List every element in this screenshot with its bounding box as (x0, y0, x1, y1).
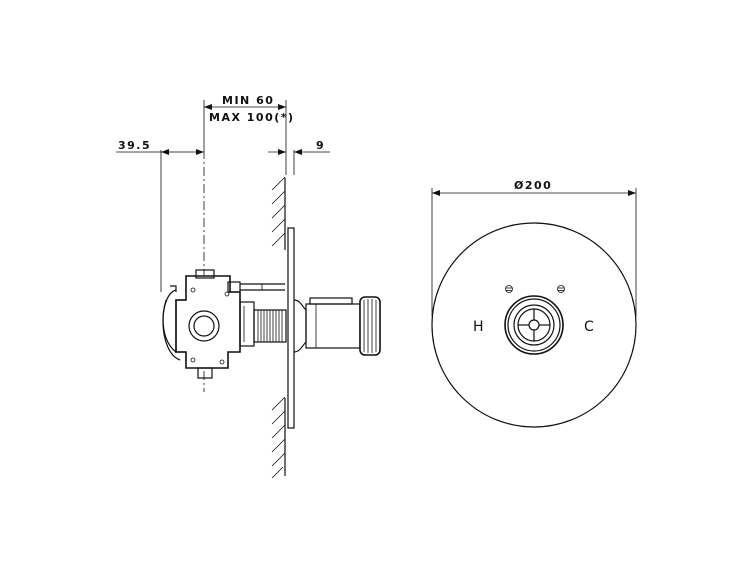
cover-plate-front (431, 222, 637, 428)
hot-label: H (473, 319, 484, 335)
front-view: Ø200 H C (431, 179, 637, 428)
plate-thickness-label: 9 (316, 139, 325, 152)
offset-label: 39.5 (118, 139, 151, 152)
upper-connector (227, 281, 285, 293)
handle-front (504, 295, 564, 355)
screw-marks (505, 285, 565, 293)
side-view: MIN 60 MAX 100(*) 39.5 9 (116, 94, 381, 479)
wall-section-upper (271, 176, 286, 250)
threaded-stem (253, 309, 287, 343)
cover-plate-side (287, 227, 295, 429)
cold-label: C (584, 319, 594, 335)
max-depth-label: MAX 100(*) (209, 111, 295, 124)
diameter-label: Ø200 (514, 179, 552, 192)
wall-section-lower (271, 396, 286, 479)
handle-side (293, 296, 381, 356)
min-depth-label: MIN 60 (222, 94, 274, 107)
